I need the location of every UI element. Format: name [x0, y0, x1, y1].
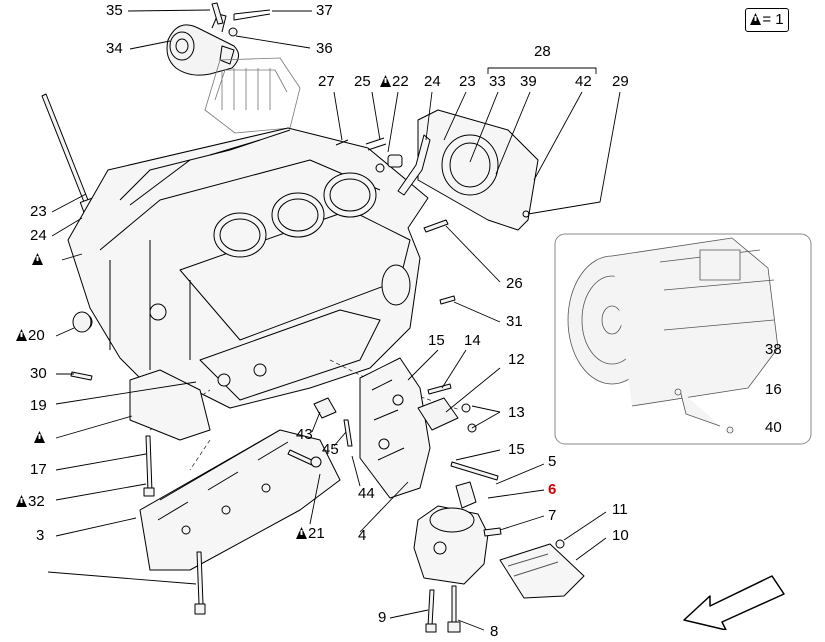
- callout-35: 35: [106, 2, 123, 19]
- callout-45: 45: [322, 441, 339, 458]
- callout-14: 14: [464, 332, 481, 349]
- callout-25: 25: [354, 73, 371, 90]
- callout-10: 10: [612, 527, 629, 544]
- callout-39: 39: [520, 73, 537, 90]
- callout-23-top: 23: [459, 73, 476, 90]
- callout-15-top: 15: [428, 332, 445, 349]
- callout-26: 26: [506, 275, 523, 292]
- legend-text: = 1: [762, 11, 784, 28]
- warning-triangle-icon: [16, 495, 27, 507]
- callout-32: 32: [16, 494, 45, 510]
- callout-marked-left-2: [34, 430, 46, 446]
- callout-43: 43: [296, 426, 313, 443]
- callout-38: 38: [765, 341, 782, 358]
- rubber-mount-part: [413, 481, 489, 585]
- callout-31: 31: [506, 313, 523, 330]
- callout-17: 17: [30, 461, 47, 478]
- callout-5: 5: [548, 453, 557, 470]
- callout-13: 13: [508, 404, 525, 421]
- callout-7: 7: [548, 507, 557, 524]
- callout-27: 27: [318, 73, 335, 90]
- callout-42: 42: [575, 73, 592, 90]
- callout-24-left: 24: [30, 227, 47, 244]
- callout-36: 36: [316, 40, 333, 57]
- warning-triangle-icon: [296, 527, 307, 539]
- callout-44: 44: [358, 485, 375, 502]
- warning-triangle-icon: [380, 75, 391, 87]
- engine-block-part: [67, 127, 429, 409]
- rear-cover-part: [335, 109, 539, 231]
- callout-16: 16: [765, 381, 782, 398]
- callout-40: 40: [765, 419, 782, 436]
- callout-11: 11: [612, 501, 628, 518]
- callout-9: 9: [378, 609, 387, 626]
- engine-mount-part: [166, 13, 239, 76]
- callout-23-left: 23: [30, 203, 47, 220]
- orientation-arrow-icon: [683, 575, 785, 630]
- callout-21: 21: [296, 526, 325, 542]
- callout-12: 12: [508, 351, 525, 368]
- callout-22: 22: [380, 74, 409, 90]
- quantity-legend: = 1: [745, 8, 789, 32]
- callout-30: 30: [30, 365, 47, 382]
- warning-triangle-icon: [32, 253, 43, 265]
- callout-6-highlighted: 6: [548, 481, 557, 498]
- callout-3: 3: [36, 527, 45, 544]
- warning-triangle-icon: [34, 431, 45, 443]
- callout-marked-left-1: [32, 252, 44, 268]
- mount-bracket-part: [359, 357, 431, 499]
- callout-4: 4: [358, 527, 367, 544]
- callout-24-top: 24: [424, 73, 441, 90]
- callout-28: 28: [534, 43, 551, 60]
- callout-29: 29: [612, 73, 629, 90]
- transmission-inset: [554, 233, 812, 445]
- callout-34: 34: [106, 40, 123, 57]
- callout-20: 20: [16, 328, 45, 344]
- bearing-bedplate-part: [139, 429, 341, 571]
- callout-15-bottom: 15: [508, 441, 525, 458]
- warning-triangle-icon: [750, 13, 762, 25]
- callout-37: 37: [316, 2, 333, 19]
- callout-33: 33: [489, 73, 506, 90]
- callout-8: 8: [490, 623, 499, 640]
- callout-19: 19: [30, 397, 47, 414]
- warning-triangle-icon: [16, 329, 27, 341]
